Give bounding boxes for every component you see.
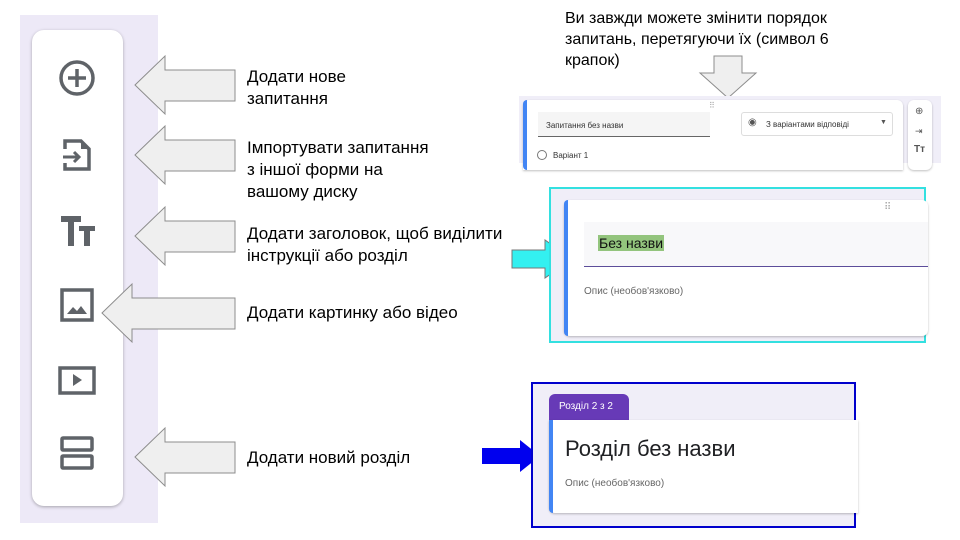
add-circle-icon[interactable] xyxy=(57,58,97,98)
question-type-dropdown[interactable]: ◉ З варіантами відповіді ▼ xyxy=(741,112,893,136)
title-input[interactable]: Без назви xyxy=(584,222,928,267)
arrow-image xyxy=(101,282,236,344)
mini-add-icon: ⊕ xyxy=(915,106,924,117)
section-description[interactable]: Опис (необов'язково) xyxy=(565,478,665,489)
drag-handle-icon[interactable]: ⠿ xyxy=(884,202,892,213)
import-file-icon[interactable] xyxy=(57,135,97,175)
description-field[interactable]: Опис (необов'язково) xyxy=(584,286,684,297)
label-section: Додати новий розділ xyxy=(247,448,411,467)
arrow-import xyxy=(134,124,236,186)
radio-type-icon: ◉ xyxy=(748,117,757,128)
drag-handle-icon[interactable]: ⠿ xyxy=(709,101,716,110)
arrow-section xyxy=(134,426,236,488)
title-text-icon[interactable] xyxy=(57,210,97,250)
mini-import-icon: ⇥ xyxy=(915,126,923,136)
label-image: Додати картинку або відео xyxy=(247,303,458,322)
title-card-screenshot: ⠿ Без назви Опис (необов'язково) xyxy=(549,187,928,343)
section-icon[interactable] xyxy=(57,433,97,473)
option-label: Варіант 1 xyxy=(553,151,589,160)
option-radio[interactable] xyxy=(537,150,547,160)
question-title-input[interactable]: Запитання без назви xyxy=(538,112,710,137)
arrow-blue xyxy=(482,440,540,472)
section-tab-label: Розділ 2 з 2 xyxy=(559,401,613,412)
question-type-label: З варіантами відповіді xyxy=(766,120,849,129)
section-tab[interactable]: Розділ 2 з 2 xyxy=(549,394,629,421)
arrow-title xyxy=(134,205,236,267)
mini-title-icon: Tт xyxy=(914,144,926,155)
section-title[interactable]: Розділ без назви xyxy=(565,436,736,461)
section-card-screenshot: Розділ 2 з 2 Розділ без назви Опис (необ… xyxy=(531,382,858,528)
question-card-screenshot: ⠿ Запитання без назви ◉ З варіантами від… xyxy=(519,96,941,170)
video-icon[interactable] xyxy=(57,360,97,400)
form-toolbar xyxy=(32,30,123,506)
question-title: Запитання без назви xyxy=(546,121,624,130)
arrow-add-question xyxy=(134,54,236,116)
title-text: Без назви xyxy=(598,235,665,251)
arrow-drag-down xyxy=(698,55,758,99)
image-icon[interactable] xyxy=(57,285,97,325)
chevron-down-icon: ▼ xyxy=(880,119,887,126)
